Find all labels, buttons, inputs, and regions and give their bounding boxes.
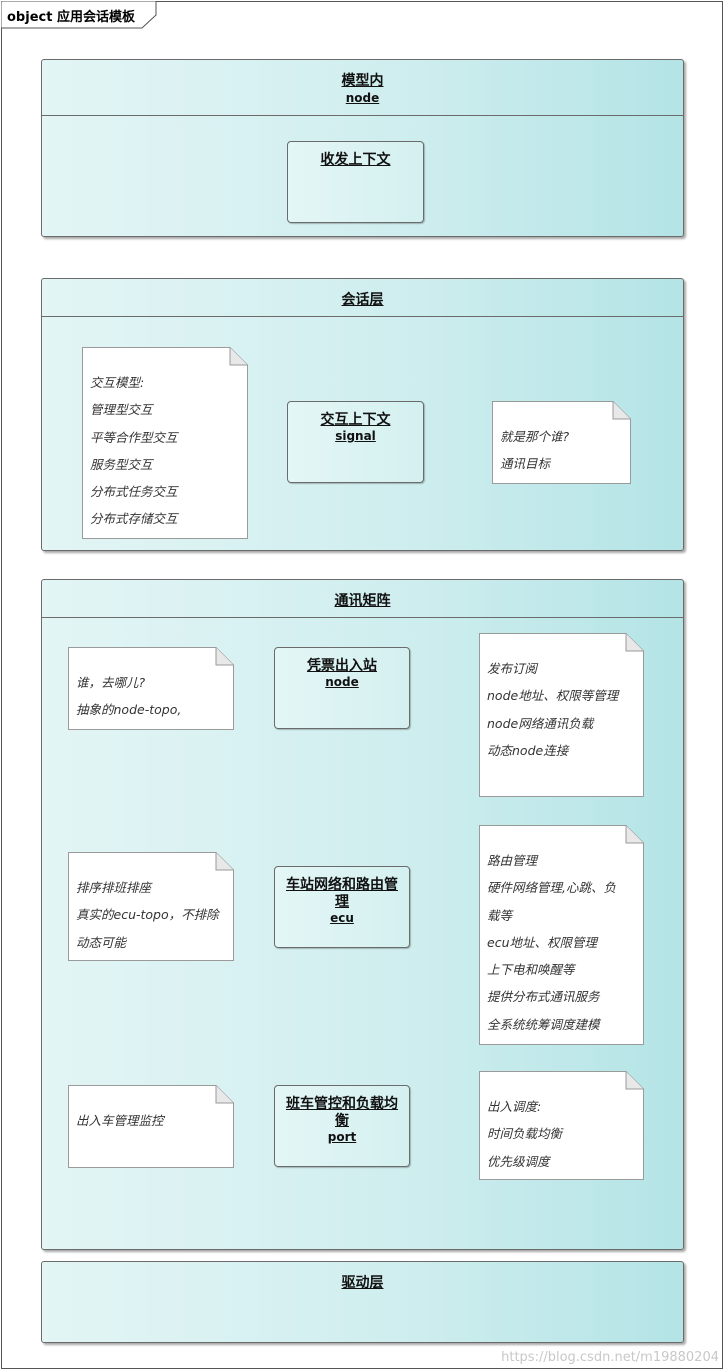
package-model-header: 模型内 node bbox=[42, 60, 683, 116]
note-line: 发布订阅 bbox=[487, 661, 538, 676]
object-ticket-title: 凭票出入站 bbox=[307, 658, 377, 674]
note-line: 就是那个谁? bbox=[500, 429, 570, 444]
package-driver-title: 驱动层 bbox=[341, 1275, 384, 1291]
note-line: 动态node连接 bbox=[487, 742, 569, 758]
watermark: https://blog.csdn.net/m19880204 bbox=[501, 1350, 719, 1365]
note-line: 分布式存储交互 bbox=[90, 511, 178, 527]
object-ticket-subtitle: node bbox=[325, 675, 359, 689]
note-line: 路由管理 bbox=[487, 853, 538, 868]
object-recv-send-context[interactable]: 收发上下文 bbox=[287, 141, 424, 223]
object-interaction-subtitle: signal bbox=[335, 429, 376, 443]
object-station-title: 车站网络和路由管理 bbox=[286, 877, 398, 910]
object-ticket-station[interactable]: 凭票出入站 node bbox=[274, 647, 410, 729]
package-session-title: 会话层 bbox=[341, 292, 384, 308]
note-line: 提供分布式通讯服务 bbox=[487, 989, 600, 1005]
note-line: 分布式任务交互 bbox=[90, 484, 178, 500]
object-interaction-context[interactable]: 交互上下文 signal bbox=[287, 401, 424, 483]
note-line: 抽象的node-topo, bbox=[76, 702, 182, 718]
object-recv-send-title: 收发上下文 bbox=[320, 152, 391, 168]
note-real-ecu-topo-lines: 排序排班排座真实的ecu-topo，不排除动态可能 bbox=[76, 874, 228, 956]
note-line: node网络通讯负载 bbox=[487, 715, 594, 731]
note-line: 管理型交互 bbox=[90, 402, 153, 418]
note-dispatch-lines: 出入调度: 时间负载均衡优先级调度 bbox=[487, 1093, 638, 1175]
note-line: 上下电和唤醒等 bbox=[487, 962, 575, 978]
object-shuttle-title: 班车管控和负载均衡 bbox=[286, 1096, 398, 1129]
note-dispatch[interactable]: 出入调度: 时间负载均衡优先级调度 bbox=[479, 1071, 644, 1180]
note-line: 时间负载均衡 bbox=[487, 1126, 563, 1142]
object-interaction-title: 交互上下文 bbox=[320, 412, 391, 428]
note-line: 服务型交互 bbox=[90, 456, 153, 472]
note-line: 载等 bbox=[487, 907, 513, 923]
object-shuttle-subtitle: port bbox=[327, 1130, 357, 1144]
object-station-network[interactable]: 车站网络和路由管理 ecu bbox=[274, 866, 410, 948]
note-routing-management-lines: 路由管理硬件网络管理,心跳、负载等 ecu地址、权限管理上下电和唤醒等提供分布式通… bbox=[487, 847, 638, 1038]
note-interaction-model[interactable]: 交互模型: 管理型交互平等合作型交互服务型交互分布式任务交互分布式存储交互 bbox=[82, 347, 248, 539]
note-line: 全系统统筹调度建模 bbox=[487, 1016, 600, 1032]
note-line: 真实的ecu-topo，不排除 bbox=[76, 907, 219, 923]
note-line: 硬件网络管理,心跳、负 bbox=[487, 880, 616, 896]
package-driver[interactable]: 驱动层 bbox=[41, 1261, 684, 1343]
package-matrix-title: 通讯矩阵 bbox=[334, 593, 391, 609]
note-routing-management[interactable]: 路由管理硬件网络管理,心跳、负载等 ecu地址、权限管理上下电和唤醒等提供分布式通… bbox=[479, 825, 644, 1045]
note-real-ecu-topo[interactable]: 排序排班排座真实的ecu-topo，不排除动态可能 bbox=[68, 852, 234, 961]
note-line: ecu地址、权限管理 bbox=[487, 934, 597, 950]
note-publish-subscribe[interactable]: 发布订阅 node地址、权限等管理 node网络通讯负载动态node连接 bbox=[479, 633, 644, 797]
object-station-subtitle: ecu bbox=[330, 911, 354, 925]
package-matrix-header: 通讯矩阵 bbox=[42, 580, 683, 618]
note-line: 排序排班排座 bbox=[76, 880, 152, 895]
note-line: 优先级调度 bbox=[487, 1153, 550, 1169]
note-abstract-topo[interactable]: 谁，去哪儿? 抽象的node-topo, bbox=[68, 647, 234, 730]
note-line: 出入调度: bbox=[487, 1099, 542, 1114]
note-line: 交互模型: bbox=[90, 375, 145, 390]
note-abstract-topo-lines: 谁，去哪儿? 抽象的node-topo, bbox=[76, 669, 228, 724]
note-line: 动态可能 bbox=[76, 934, 127, 950]
note-line: 通讯目标 bbox=[500, 456, 551, 472]
note-line: 谁，去哪儿? bbox=[76, 675, 146, 690]
note-communication-target-lines: 就是那个谁? 通讯目标 bbox=[500, 423, 625, 478]
package-model-title: 模型内 bbox=[341, 73, 384, 89]
note-line: 出入车管理监控 bbox=[76, 1113, 164, 1128]
note-vehicle-monitor[interactable]: 出入车管理监控 bbox=[68, 1085, 234, 1168]
frame-title: object 应用会话模板 bbox=[7, 10, 135, 25]
object-shuttle-control[interactable]: 班车管控和负载均衡 port bbox=[274, 1085, 410, 1167]
note-publish-subscribe-lines: 发布订阅 node地址、权限等管理 node网络通讯负载动态node连接 bbox=[487, 655, 638, 764]
note-line: 平等合作型交互 bbox=[90, 429, 178, 445]
package-model-subtitle: node bbox=[345, 91, 380, 105]
note-vehicle-monitor-lines: 出入车管理监控 bbox=[76, 1107, 228, 1134]
note-communication-target[interactable]: 就是那个谁? 通讯目标 bbox=[492, 401, 631, 484]
package-session-header: 会话层 bbox=[42, 279, 683, 317]
note-interaction-model-lines: 交互模型: 管理型交互平等合作型交互服务型交互分布式任务交互分布式存储交互 bbox=[90, 369, 242, 533]
note-line: node地址、权限等管理 bbox=[487, 688, 619, 704]
